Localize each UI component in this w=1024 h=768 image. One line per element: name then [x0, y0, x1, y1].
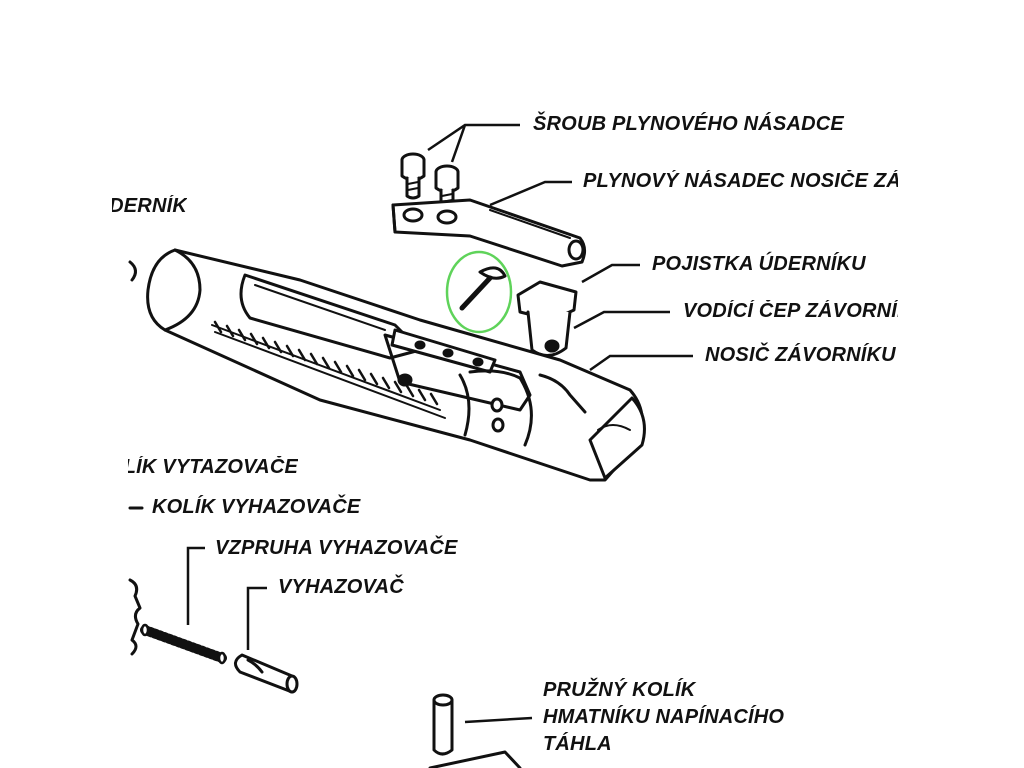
firing-pin-tip	[128, 260, 137, 282]
firing-pin-retaining-pin	[459, 266, 507, 311]
ejector	[234, 653, 299, 694]
bolt-fragment	[128, 578, 142, 656]
gas-key-screw-left	[400, 152, 426, 200]
label-vzpruha: VZPRUHA VYHAZOVAČE	[215, 537, 458, 559]
label-vodici: VODÍCÍ ČEP ZÁVORNÍKU	[683, 300, 898, 322]
leader-pruzny	[464, 716, 533, 724]
leader-pojistka	[581, 263, 640, 284]
carrier-serrations	[213, 320, 439, 406]
label-udernik: ÚDERNÍK	[112, 195, 187, 217]
label-sroub: ŠROUB PLYNOVÉHO NÁSADCE	[533, 113, 844, 135]
gas-key	[391, 198, 587, 268]
leader-vodici	[573, 310, 670, 330]
label-pruzny-2: HMATNÍKU NAPÍNACÍHO	[543, 706, 785, 728]
label-plynovy-clip: PLYNOVÝ NÁSADEC NOSIČE ZÁVORNÍKU	[583, 170, 898, 200]
label-plynovy: PLYNOVÝ NÁSADEC NOSIČE ZÁVORNÍKU	[583, 170, 898, 192]
label-udernik-clip: ÚDERNÍK	[112, 195, 187, 225]
ejector-spring	[140, 623, 227, 665]
roll-pin	[432, 693, 454, 756]
bolt-carrier	[146, 248, 646, 482]
leader-lines	[186, 123, 693, 724]
label-vodici-clip: VODÍCÍ ČEP ZÁVORNÍKU	[683, 300, 898, 330]
charging-handle-fragment	[428, 750, 522, 768]
label-pojistka: POJISTKA ÚDERNÍKU	[652, 253, 866, 275]
highlight-circle	[445, 250, 513, 334]
label-pruzny-3: TÁHLA	[543, 733, 612, 755]
leader-vzpruha	[186, 546, 205, 625]
label-vyhazovac: VYHAZOVAČ	[278, 576, 404, 598]
leader-vyhazovac	[246, 586, 267, 650]
label-vytazovac-clip: KOLÍK VYTAZOVAČE	[128, 456, 298, 484]
label-pruzny-1: PRUŽNÝ KOLÍK	[543, 679, 696, 701]
cam-pin	[516, 280, 578, 357]
leader-nosic	[589, 354, 693, 372]
label-kolik-vyhazovace: KOLÍK VYHAZOVAČE	[152, 496, 361, 518]
leader-plynovy	[489, 180, 572, 207]
label-nosic: NOSIČ ZÁVORNÍKU	[705, 344, 896, 366]
label-kolik-vytazovace: KOLÍK VYTAZOVAČE	[128, 456, 298, 478]
leader-sroub	[427, 123, 520, 163]
